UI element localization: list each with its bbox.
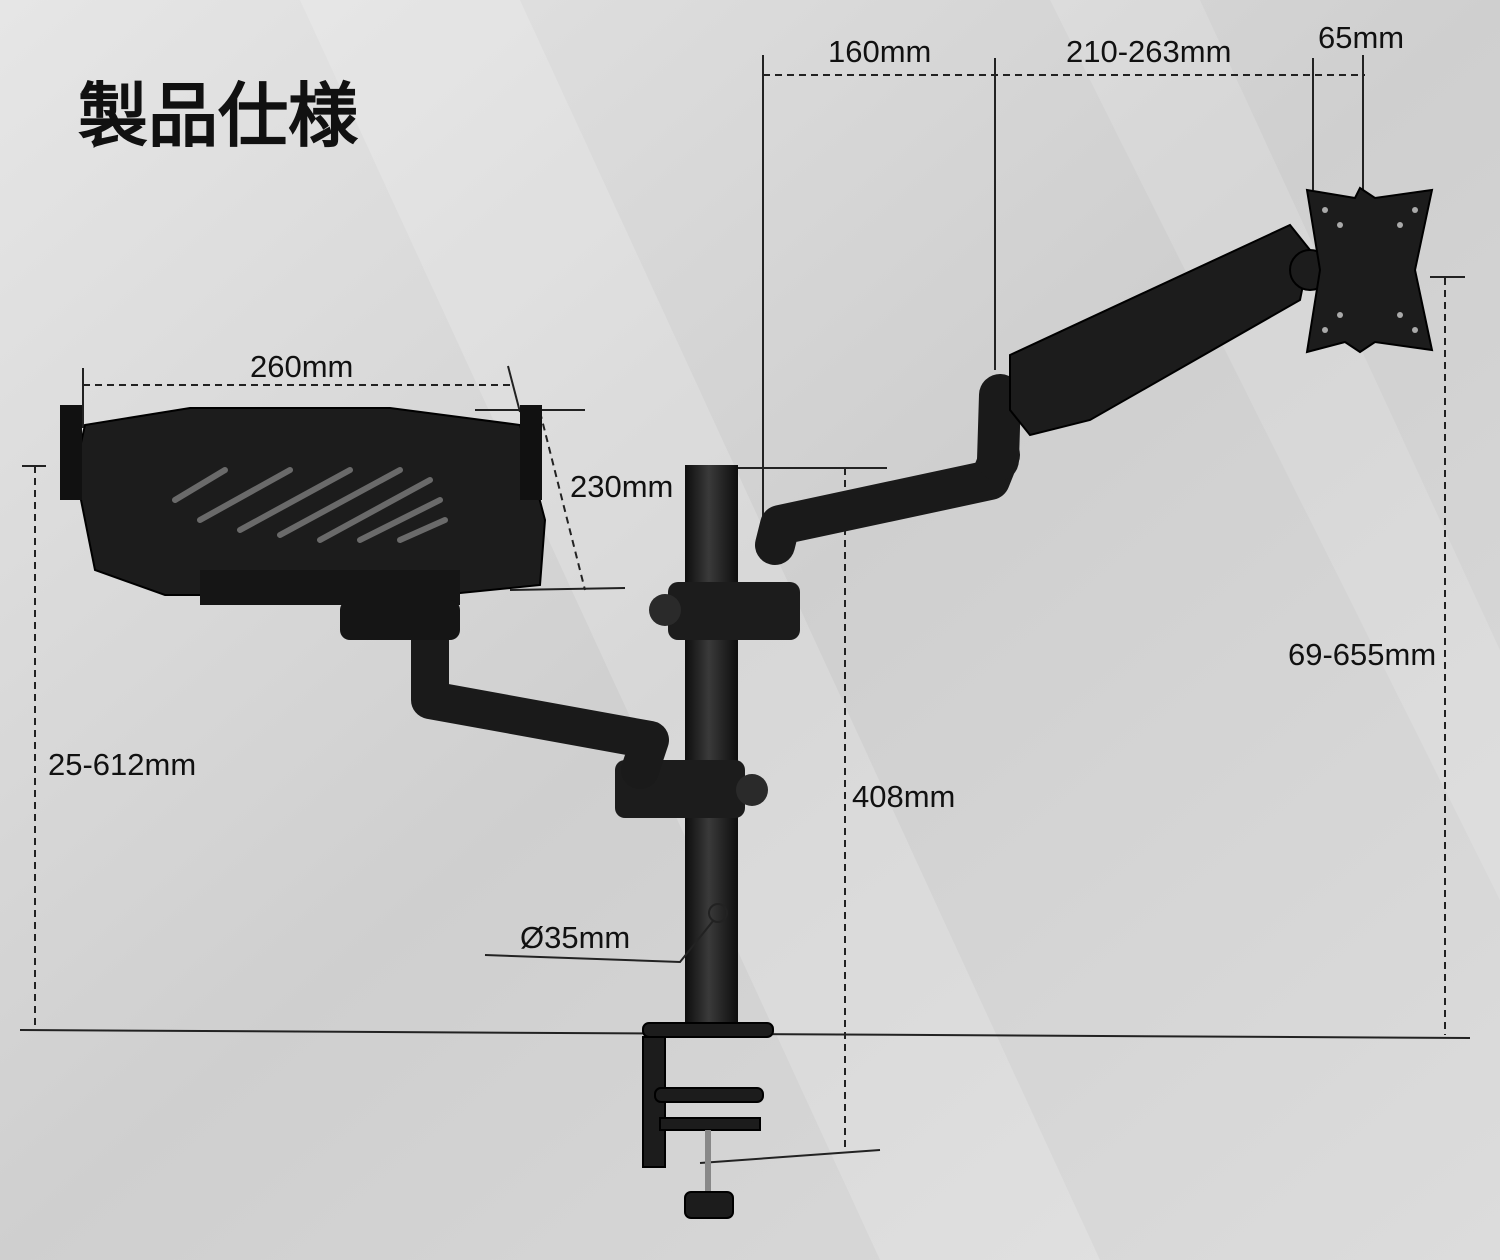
top-dimension-lines	[762, 55, 1365, 525]
pole	[685, 465, 738, 1035]
dimension-label-69-655mm: 69-655mm	[1288, 637, 1436, 672]
dimension-label-210-263mm: 210-263mm	[1066, 34, 1231, 69]
dimension-label-408mm: 408mm	[852, 779, 955, 814]
lower-collar-knob	[736, 774, 768, 806]
dimension-label-pole-diameter: Ø35mm	[520, 920, 630, 955]
dimension-label-65mm: 65mm	[1318, 20, 1404, 55]
page-title: 製品仕様	[78, 75, 359, 157]
vesa-plate	[1305, 186, 1434, 354]
monitor-arm	[755, 186, 1434, 565]
laptop-tray	[60, 405, 547, 640]
dimension-label-260mm: 260mm	[250, 349, 353, 384]
background-light-streak	[1050, 0, 1500, 900]
pole-diameter-leader	[484, 903, 728, 964]
dimension-label-230mm: 230mm	[570, 469, 673, 504]
tray-arm	[411, 621, 669, 789]
dimension-label-160mm: 160mm	[828, 34, 931, 69]
upper-collar-knob	[649, 594, 681, 626]
dimension-label-25-612mm: 25-612mm	[48, 747, 196, 782]
height-dimension-lines	[22, 276, 1465, 1164]
upper-collar	[668, 582, 800, 640]
desk-clamp	[642, 1022, 774, 1219]
